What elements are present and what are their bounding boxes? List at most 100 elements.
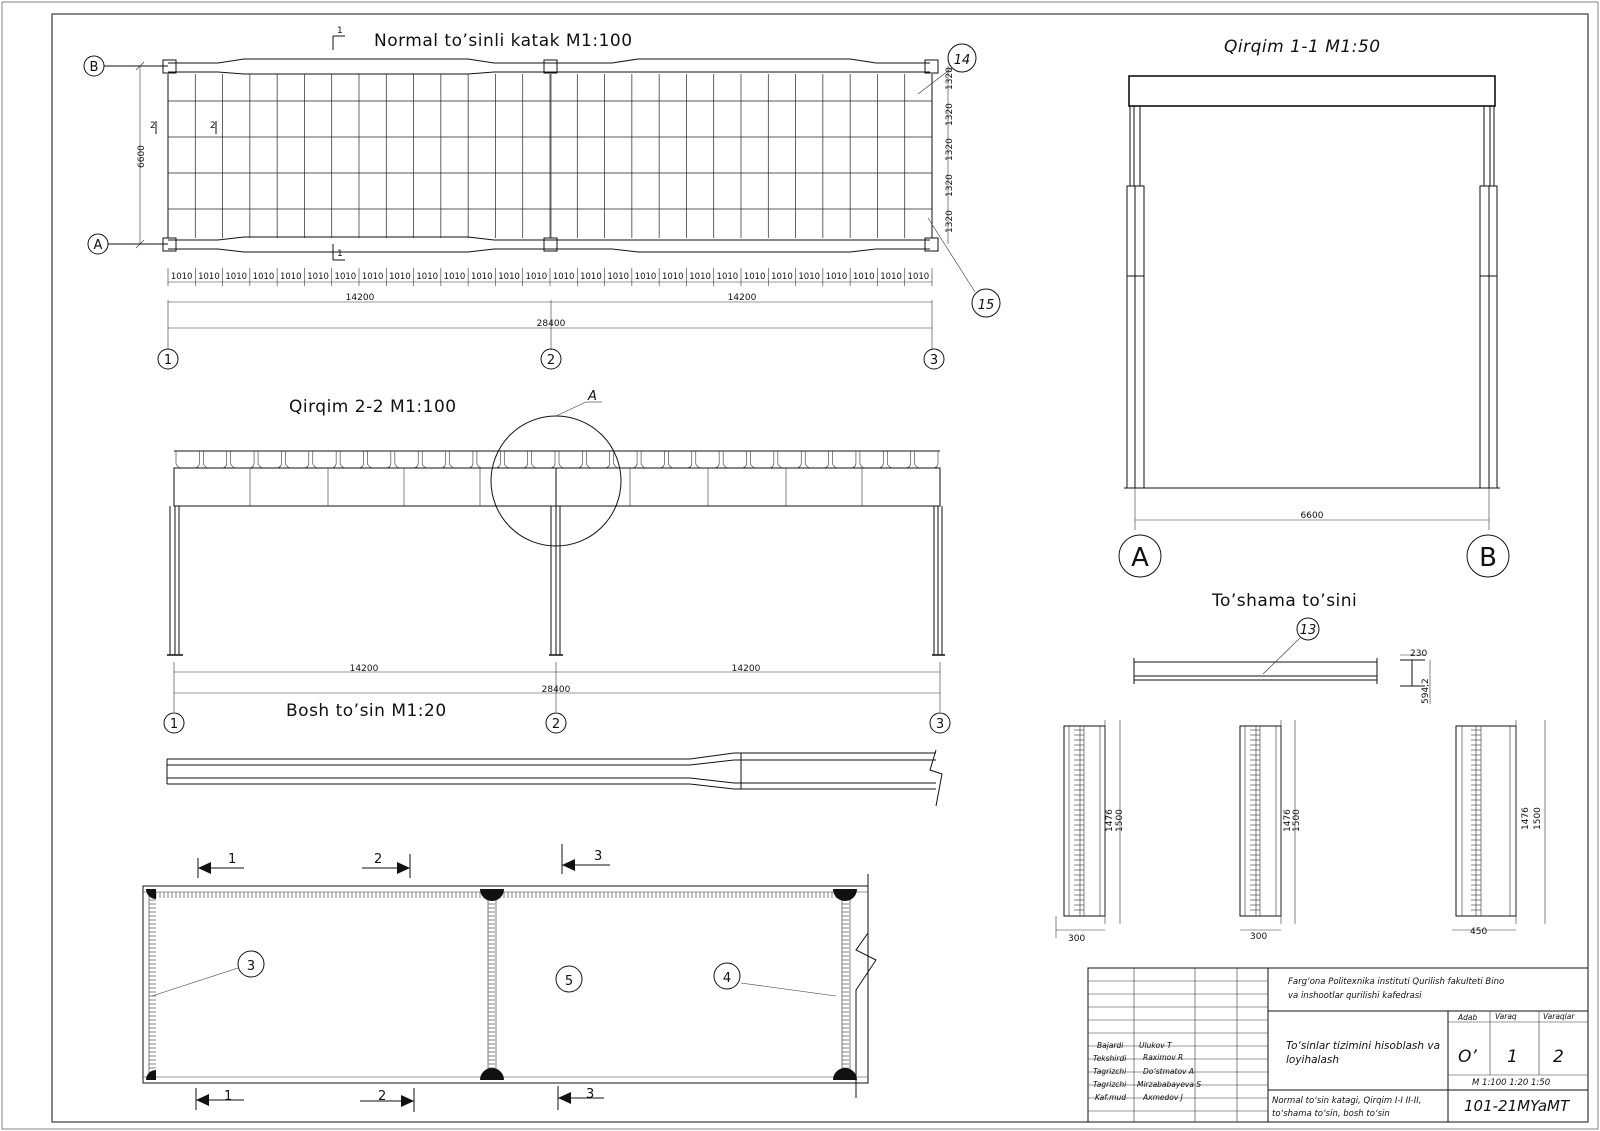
role-4: Tagrizchi: [1093, 1080, 1127, 1089]
bay-dim-label: 1010: [853, 272, 875, 282]
deck-beam-profile: [695, 451, 720, 469]
cut-mark-1-bottom: 1: [224, 1089, 232, 1104]
name-5: Axmedov J: [1142, 1093, 1183, 1102]
bay-dim-label: 1010: [253, 272, 275, 282]
deck-beam-profile: [367, 451, 392, 469]
project-line-1: To‘sinlar tizimini hisoblash va: [1286, 1040, 1440, 1052]
weld-hatching: [149, 892, 849, 1069]
callout-14: [947, 43, 977, 73]
section-mark-2-left: 2: [150, 121, 156, 131]
deck-beam-profile: [586, 451, 611, 469]
deck-beam-title: To’shama to’sini: [1211, 591, 1357, 611]
deck-beam-profile: [914, 451, 939, 469]
role-3: Tagrizchi: [1093, 1067, 1127, 1076]
girder-plan-break: [855, 874, 877, 1098]
half-span-left: 14200: [346, 293, 375, 303]
deck-beam-profile: [722, 451, 747, 469]
cut-mark-2-top: 2: [374, 852, 382, 867]
main-beam-break: [929, 749, 943, 807]
sheets-value: 2: [1553, 1047, 1564, 1067]
plan-title: Normal to’sinli katak M1:100: [374, 31, 633, 51]
section-2-2-title: Qirqim 2-2 M1:100: [289, 397, 457, 417]
deck-beam-height: 594,2: [1421, 678, 1431, 704]
section-2-2-half-left: 14200: [350, 664, 379, 674]
title-block: Farg‘ona Politexnika instituti Qurilish …: [1087, 967, 1589, 1123]
girder-section-1: 300 1476 1500: [1055, 720, 1125, 944]
section-mark-1-bottom: 1: [337, 249, 343, 259]
callout-13-label: 13: [1300, 623, 1317, 638]
row-dim-5: 1320: [945, 210, 955, 233]
girder-section-1-outer: 1500: [1115, 809, 1125, 832]
callout-4: [713, 962, 741, 990]
stage-label: Adab: [1457, 1013, 1477, 1022]
sheet-value: 1: [1507, 1047, 1518, 1067]
weld-ticks: [1471, 729, 1481, 911]
section-2-2-axis-3-label: 3: [936, 717, 944, 732]
total-span: 28400: [537, 319, 566, 329]
deck-beam-elevation: [1133, 658, 1378, 684]
deck-beam-profiles: [174, 450, 940, 469]
axis-bubble-2: [540, 348, 562, 370]
girder-section-3: 450 1476 1500: [1452, 720, 1546, 937]
deck-beam-profile: [339, 451, 364, 469]
callout-13: [1296, 617, 1320, 641]
deck-beam-profile: [750, 451, 775, 469]
girder-section-2-inner: 1476: [1283, 809, 1293, 832]
project-line-2: loyihalash: [1286, 1054, 1339, 1066]
deck-beam-profile: [285, 451, 310, 469]
girder-section-1-width: 300: [1068, 934, 1085, 944]
callout-3: [237, 950, 265, 978]
section-2-2-axis-1: [163, 712, 185, 734]
bay-dim-label: 1010: [717, 272, 739, 282]
deck-beam-profile: [832, 451, 857, 469]
callout-4-label: 4: [723, 971, 731, 986]
bay-dim-label: 1010: [908, 272, 930, 282]
girder-section-3-width: 450: [1470, 927, 1487, 937]
deck-beam-profile: [558, 451, 583, 469]
drawing-code: 101-21MYaMT: [1464, 1097, 1571, 1115]
bay-dim-label: 1010: [798, 272, 820, 282]
bay-dim-label: 1010: [335, 272, 357, 282]
callout-15-label: 15: [978, 298, 995, 313]
row-dim-1: 1320: [945, 67, 955, 90]
axis-bubble-a-large: [1118, 534, 1162, 578]
bay-dim-label: 1010: [171, 272, 193, 282]
axis-label-a-large: A: [1131, 543, 1149, 573]
cut-mark-1-top: 1: [228, 852, 236, 867]
deck-beam-profile: [531, 451, 556, 469]
role-2: Tekshirdi: [1093, 1054, 1127, 1063]
girder-section-3-inner: 1476: [1521, 807, 1531, 830]
main-girder-elevation: [173, 467, 941, 507]
row-dim-3: 1320: [945, 138, 955, 161]
name-3: Do‘stmatov A: [1143, 1067, 1194, 1076]
plan-height-dim: 6600: [137, 145, 147, 168]
deck-beam-profile: [859, 451, 884, 469]
cut-mark-3-bottom: 3: [586, 1087, 594, 1102]
frame-girder: [1128, 75, 1496, 107]
section-mark-2-right: 2: [210, 121, 216, 131]
callout-5-label: 5: [565, 974, 573, 989]
column-b1: [162, 59, 177, 74]
girder-sections: 300 1476 1500 300 1476 1500 450 1476 150…: [1055, 720, 1546, 944]
main-girder-top: [168, 58, 930, 75]
bay-dim-label: 1010: [471, 272, 493, 282]
callout-5: [555, 965, 583, 993]
bay-dim-label: 1010: [771, 272, 793, 282]
bay-dim-label: 1010: [498, 272, 520, 282]
bay-dim-label: 1010: [444, 272, 466, 282]
main-girder-bottom: [168, 236, 930, 253]
girder-section-2: 300 1476 1500: [1239, 720, 1302, 942]
bay-dim-label: 1010: [553, 272, 575, 282]
deck-beam-profile: [449, 451, 474, 469]
main-beam-outline: [166, 752, 936, 790]
deck-beam-profile: [312, 451, 337, 469]
girder-weld-plan: 1 2 3 1 2 3 3 5 4: [142, 844, 877, 1112]
name-4: Mirzababayeva S: [1137, 1080, 1201, 1089]
sheet-label: Varaq: [1495, 1012, 1517, 1021]
girder-section-2-outer: 1500: [1292, 809, 1302, 832]
stage-value: O’: [1458, 1047, 1477, 1067]
bay-dim-label: 1010: [362, 272, 384, 282]
drawing-line-2: to‘shama to‘sin, bosh to‘sin: [1272, 1109, 1390, 1119]
